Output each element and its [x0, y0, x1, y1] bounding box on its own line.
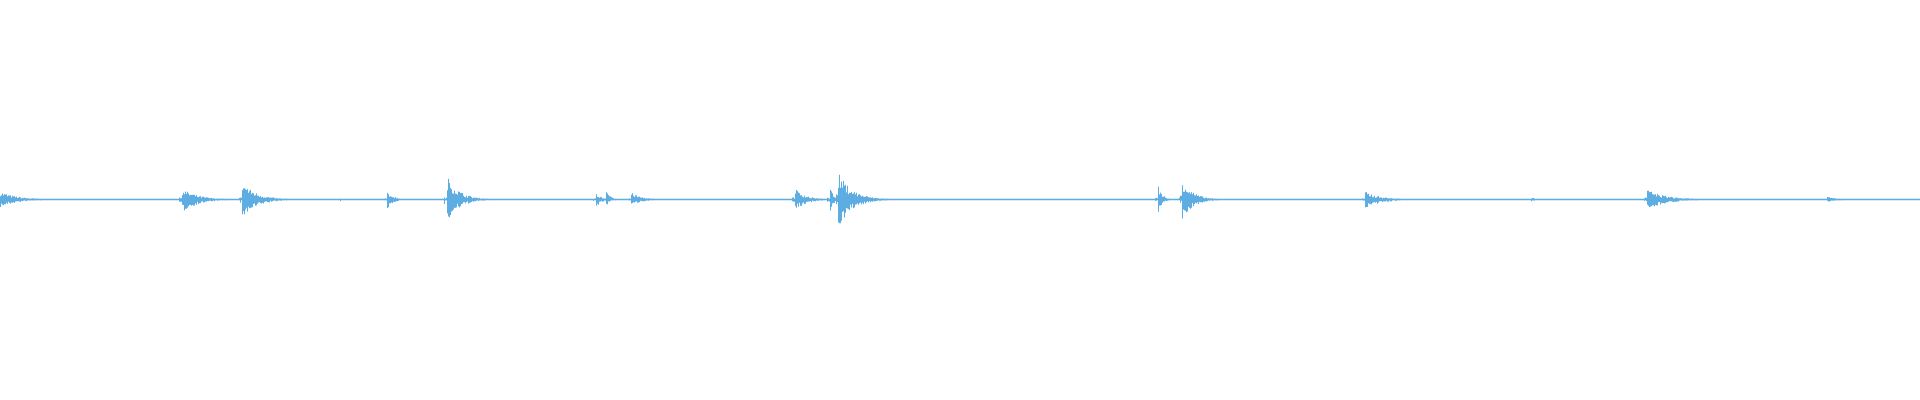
- waveform-signal: [0, 174, 1843, 224]
